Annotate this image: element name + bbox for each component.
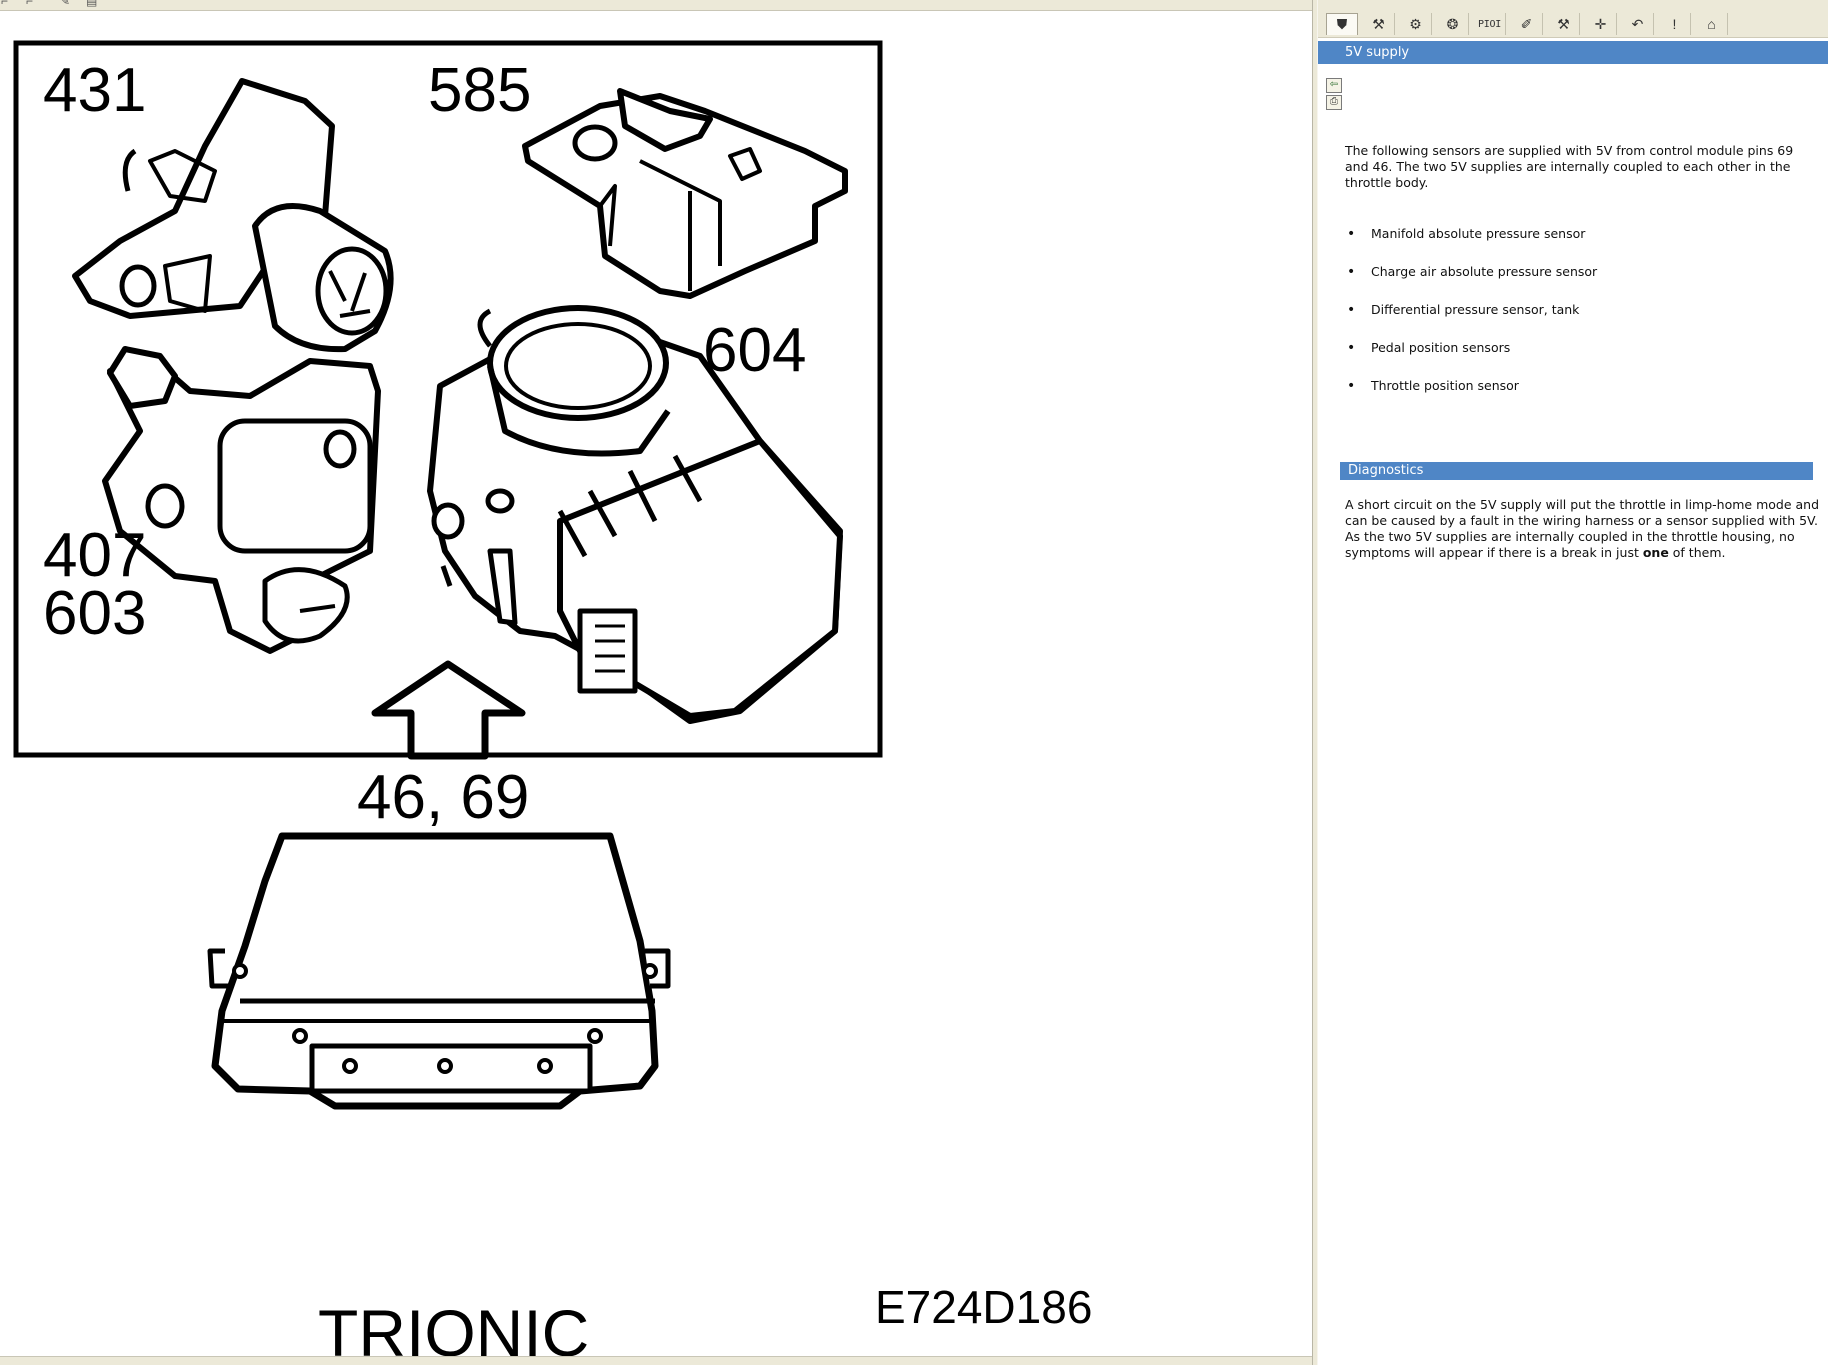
cup-icon[interactable]: ⛊ [1326, 13, 1358, 35]
label-pins: 46, 69 [357, 763, 529, 832]
section-title: 5V supply [1345, 45, 1410, 60]
wrench-icon[interactable]: ⚒ [1363, 13, 1395, 35]
gears-icon[interactable]: ⚙ [1400, 13, 1432, 35]
list-item: • Differential pressure sensor, tank [1345, 302, 1815, 340]
sensor-name: Throttle position sensor [1371, 378, 1519, 393]
note-icon[interactable]: ▤ [86, 0, 98, 8]
diagnostics-paragraph: A short circuit on the 5V supply will pu… [1345, 497, 1823, 561]
toolbar-icon-fragment[interactable]: ⌐ [26, 0, 34, 8]
bullet-icon: • [1347, 378, 1356, 394]
list-item: • Pedal position sensors [1345, 340, 1815, 378]
sensor-name: Pedal position sensors [1371, 340, 1511, 355]
section-title-bar: 5V supply [1318, 41, 1828, 64]
component-icon[interactable]: ❂ [1437, 13, 1469, 35]
pane-splitter[interactable] [1312, 0, 1318, 1365]
text-pane: ⛊⚒⚙❂PIOI✐⚒✛↶!⌂ 5V supply ⇦ ⎙ The followi… [1318, 0, 1828, 1365]
sensor-name: Charge air absolute pressure sensor [1371, 264, 1598, 279]
bullet-icon: • [1347, 302, 1356, 318]
sensor-name: Manifold absolute pressure sensor [1371, 226, 1586, 241]
label-603: 603 [43, 579, 146, 648]
move-icon[interactable]: ✛ [1585, 13, 1617, 35]
supply-arrow [371, 660, 526, 760]
throttle-body-drawing [427, 305, 843, 724]
left-status-strip [0, 1356, 1312, 1365]
charge-air-sensor-drawing [522, 88, 848, 299]
back-arrow-icon[interactable]: ⇦ [1326, 78, 1342, 93]
sensor-name: Differential pressure sensor, tank [1371, 302, 1580, 317]
exchange-icon[interactable]: ↶ [1622, 13, 1654, 35]
list-item: • Charge air absolute pressure sensor [1345, 264, 1815, 302]
intro-paragraph: The following sensors are supplied with … [1345, 143, 1794, 190]
label-trionic: TRIONIC [318, 1296, 589, 1356]
diagnostics-emphasis: one [1642, 545, 1669, 560]
trionic-control-module-drawing [207, 832, 671, 1110]
sensor-list: • Manifold absolute pressure sensor • Charg… [1345, 226, 1815, 416]
list-item: • Throttle position sensor [1345, 378, 1815, 416]
pedal-position-sensor-drawing [102, 346, 381, 654]
label-585: 585 [428, 56, 531, 125]
label-407: 407 [43, 521, 146, 590]
diagnostics-text-end: of them. [1668, 545, 1726, 560]
label-431: 431 [43, 56, 146, 125]
diagram-pane: 431 585 407 603 604 46, 69 TRIONIC E724D… [0, 11, 1318, 1356]
bullet-icon: • [1347, 264, 1356, 280]
map-sensor-drawing [72, 78, 394, 353]
print-icon[interactable]: ⎙ [1326, 95, 1342, 110]
edit-icon[interactable]: ✎ [60, 0, 71, 8]
toolbar-icon-fragment[interactable]: ⌐ [1, 0, 9, 8]
warning-board-icon[interactable]: ! [1659, 13, 1691, 35]
figure-code: E724D186 [875, 1281, 1092, 1333]
tools-icon[interactable]: ⚒ [1548, 13, 1580, 35]
bullet-icon: • [1347, 340, 1356, 356]
diagnostics-text-start: A short circuit on the 5V supply will pu… [1345, 497, 1820, 560]
label-604: 604 [703, 316, 806, 385]
info-toolbar: ⛊⚒⚙❂PIOI✐⚒✛↶!⌂ [1318, 0, 1828, 38]
list-item: • Manifold absolute pressure sensor [1345, 226, 1815, 264]
screwdriver-icon[interactable]: ✐ [1511, 13, 1543, 35]
tshirt-icon[interactable]: ⌂ [1696, 13, 1728, 35]
bullet-icon: • [1347, 226, 1356, 242]
pioi-icon[interactable]: PIOI [1474, 13, 1506, 35]
sensor-supply-diagram: 431 585 407 603 604 46, 69 TRIONIC E724D… [13, 40, 1092, 1356]
left-toolbar-strip: ⌐ ⌐ ✎ ▤ [0, 0, 1318, 11]
diagnostics-header: Diagnostics [1340, 462, 1813, 480]
